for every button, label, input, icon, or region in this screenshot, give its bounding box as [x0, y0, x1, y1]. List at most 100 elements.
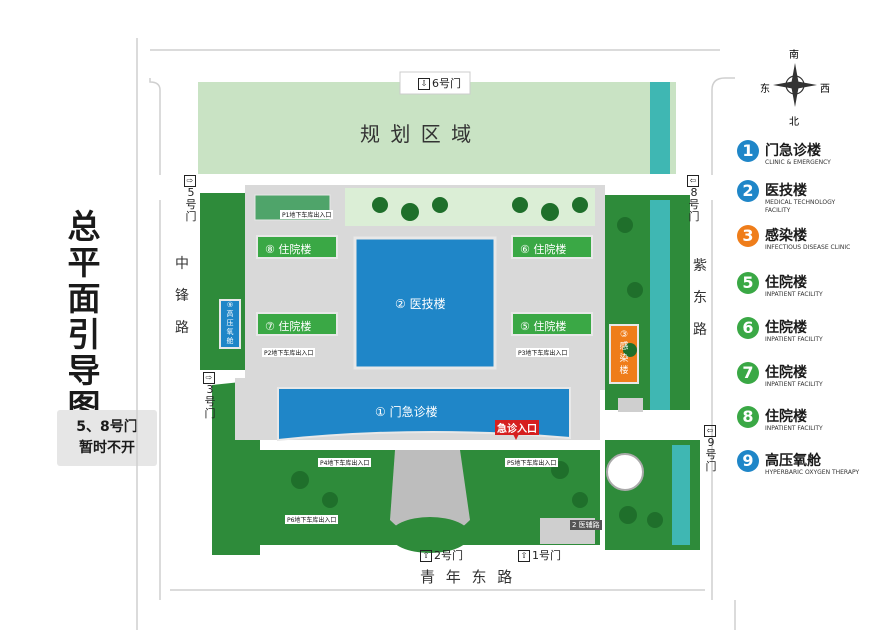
legend-subtitle: INPATIENT FACILITY — [765, 291, 823, 298]
building-9 — [219, 299, 241, 349]
legend-number: 2 — [737, 180, 759, 202]
compass-south: 南 — [789, 50, 799, 61]
gate-label: 6号门 — [432, 77, 461, 90]
building-2 — [353, 236, 497, 370]
building-9-char: 压 — [226, 319, 234, 327]
gate-char: 9 — [707, 436, 715, 449]
gate-char: 号 — [185, 198, 197, 211]
building-3-char: 楼 — [619, 366, 629, 376]
gate-char: 门 — [688, 210, 700, 223]
building-3-char: ③ — [619, 330, 629, 340]
gate-2: ⇧2号门 — [420, 547, 463, 563]
gate-5: ⇨ 5 号 门 — [183, 175, 199, 223]
road-char: 中 — [175, 256, 189, 272]
building-9-char: 舱 — [226, 337, 234, 345]
building-9-char: 氧 — [226, 328, 234, 336]
ambulance-label: 2 医辅路 — [570, 520, 602, 530]
legend-number: 3 — [737, 225, 759, 247]
legend-number: 8 — [737, 406, 759, 428]
legend-subtitle: INPATIENT FACILITY — [765, 381, 823, 388]
compass-east: 东 — [760, 84, 770, 95]
legend-name: 高压氧舱 — [765, 453, 821, 469]
road-char: 锋 — [175, 288, 189, 304]
building-7-label: ⑦ 住院楼 — [265, 320, 312, 333]
gate-closure-notice: 5、8号门 暂时不开 — [57, 410, 157, 466]
legend-name: 住院楼 — [765, 409, 807, 425]
gate-icon: ⇦ — [704, 425, 716, 437]
parking-tag: P3地下车库出入口 — [516, 348, 570, 357]
legend-number: 1 — [737, 140, 759, 162]
title-char: 引 — [67, 315, 101, 354]
building-1-label: ① 门急诊楼 — [375, 405, 438, 419]
compass-rose — [773, 63, 817, 107]
legend-subtitle: INPATIENT FACILITY — [765, 336, 823, 343]
compass-north: 北 — [789, 117, 799, 128]
water-channel — [650, 82, 670, 174]
building-3-char: 染 — [619, 354, 629, 364]
title-char: 面 — [67, 279, 101, 318]
gate-char: 门 — [705, 460, 717, 473]
gate-char: 门 — [185, 210, 197, 223]
gate-1: ⇧1号门 — [518, 547, 561, 563]
legend-name: 医技楼 — [765, 183, 807, 199]
planning-area — [198, 82, 676, 174]
emergency-entrance-label: 急诊入口 — [495, 420, 539, 435]
building-5 — [511, 312, 593, 336]
gate-char: 号 — [705, 448, 717, 461]
legend-subtitle: INFECTIOUS DISEASE CLINIC — [765, 244, 851, 251]
building-3-char: 感 — [619, 342, 629, 352]
legend-number: 7 — [737, 362, 759, 384]
parking-tag: P5地下车库出入口 — [505, 458, 559, 467]
road-zhongfeng: 中 锋 路 — [172, 248, 192, 344]
legend-subtitle: MEDICAL TECHNOLOGY FACILITY — [765, 199, 836, 214]
legend-name: 感染楼 — [765, 228, 807, 244]
gate-icon: ⇨ — [203, 372, 215, 384]
compass-west: 西 — [820, 84, 830, 95]
notice-line: 5、8号门 — [76, 419, 138, 435]
parking-tag: P4地下车库出入口 — [318, 458, 372, 467]
building-3-label: ③ 感 染 楼 — [612, 329, 636, 377]
legend-number: 6 — [737, 317, 759, 339]
gate-label: 1号门 — [532, 549, 561, 562]
gate-icon: ⇩ — [418, 78, 430, 90]
notice-line: 暂时不开 — [79, 440, 135, 456]
gate-6: ⇩6号门 — [418, 75, 461, 91]
gate-char: 门 — [204, 407, 216, 420]
legend-name: 住院楼 — [765, 320, 807, 336]
campus-site — [200, 185, 700, 555]
legend-name: 住院楼 — [765, 275, 807, 291]
road-qingnian: 青 年 东 路 — [420, 568, 516, 586]
gate-icon: ⇧ — [518, 550, 530, 562]
building-9-char: ⑨ — [226, 301, 234, 309]
legend-number: 5 — [737, 272, 759, 294]
building-2-label: ② 医技楼 — [395, 297, 446, 311]
road-char: 路 — [693, 322, 707, 338]
gate-icon: ⇨ — [184, 175, 196, 187]
building-9-label: ⑨ 高 压 氧 舱 — [221, 301, 239, 346]
gate-label: 2号门 — [434, 549, 463, 562]
legend-name: 住院楼 — [765, 365, 807, 381]
building-9-char: 高 — [226, 310, 234, 318]
road-char: 路 — [175, 320, 189, 336]
title-char: 平 — [67, 243, 101, 282]
building-7 — [256, 312, 338, 336]
gate-icon: ⇧ — [420, 550, 432, 562]
parking-tag: P6地下车库出入口 — [285, 515, 339, 524]
gate-char: 8 — [690, 186, 698, 199]
gate-8: ⇦ 8 号 门 — [686, 175, 702, 223]
gate-char: 3 — [206, 383, 214, 396]
building-8-label: ⑧ 住院楼 — [265, 243, 312, 256]
gate-char: 5 — [187, 186, 195, 199]
parking-tag: P2地下车库出入口 — [262, 348, 316, 357]
road-char: 东 — [693, 290, 707, 306]
legend-subtitle: CLINIC & EMERGENCY — [765, 159, 831, 166]
road-char: 紫 — [693, 258, 707, 274]
title-char: 总 — [67, 207, 101, 246]
parking-tag: P1地下车库出入口 — [280, 210, 334, 219]
legend-subtitle: INPATIENT FACILITY — [765, 425, 823, 432]
legend-number: 9 — [737, 450, 759, 472]
building-5-label: ⑤ 住院楼 — [520, 320, 567, 333]
legend-subtitle: HYPERBARIC OXYGEN THERAPY — [765, 469, 860, 476]
legend-name: 门急诊楼 — [765, 143, 821, 159]
